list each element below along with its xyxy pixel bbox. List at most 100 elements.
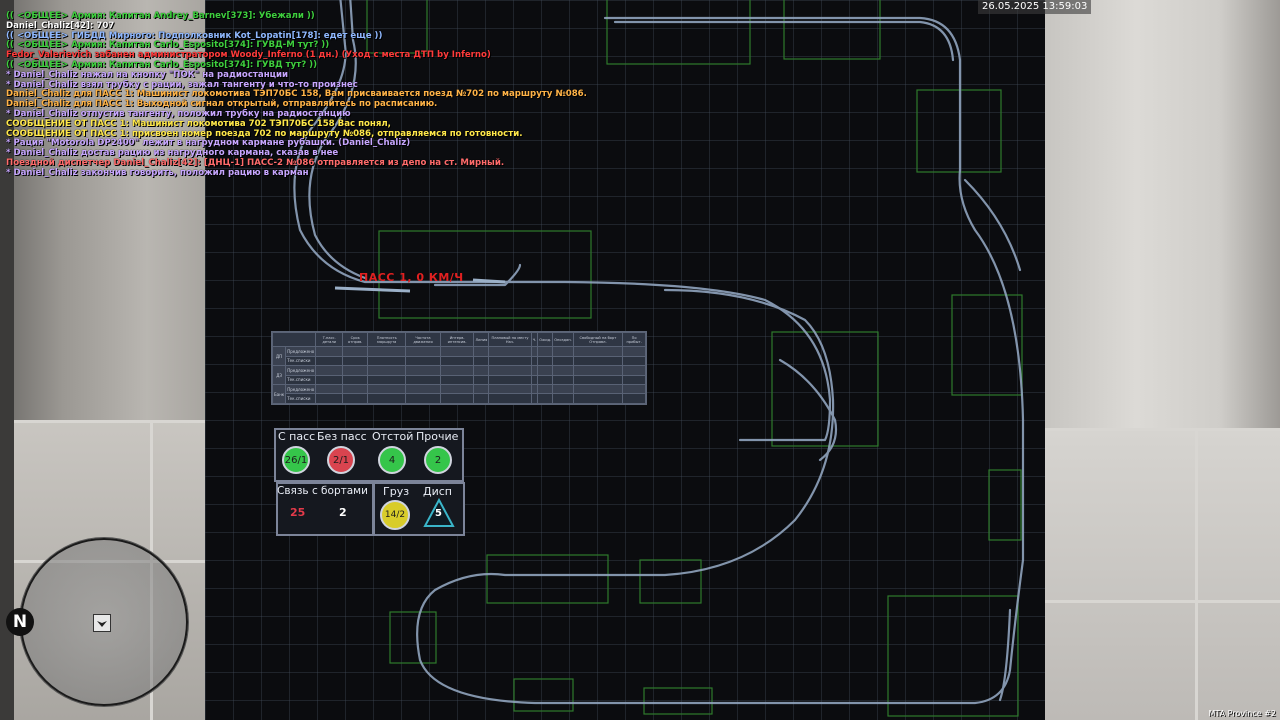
table-cell: [488, 365, 532, 376]
stat-circle-other: 2: [424, 446, 452, 474]
chat-line: * Daniel_Chaliz нажал на кнопку "ПОК" на…: [6, 69, 289, 80]
train-marker: [334, 278, 506, 293]
chat-line: Daniel_Chaliz для ПАСС 1: Выходной сигна…: [6, 99, 438, 110]
table-cell: [367, 365, 407, 376]
table-cell: [342, 365, 369, 376]
connection-count-red: 25: [290, 506, 306, 519]
table-cell: [572, 346, 624, 357]
chat-line: Fedor_Valerievich забанен администраторо…: [6, 50, 491, 61]
station-zone: [639, 559, 702, 604]
table-header: Интерв. интенсив.: [439, 331, 475, 348]
table-cell: [537, 346, 554, 357]
table-cell: [473, 374, 490, 386]
stat-value-dispatch: 5: [435, 508, 442, 519]
table-cell: [315, 383, 344, 395]
table-cell: [622, 393, 646, 404]
row-sublabel: Тек.списки: [285, 374, 317, 386]
stat-title-other: Прочие: [416, 430, 459, 443]
track-segment: [433, 263, 522, 287]
table-cell: [439, 374, 475, 386]
table-header: Срок отпрaв.: [342, 331, 369, 348]
table-cell: [439, 355, 475, 367]
table-cell: [572, 374, 624, 386]
table-cell: [367, 374, 407, 386]
table-cell: [342, 355, 369, 367]
row-sublabel: Тек.списки: [285, 393, 317, 404]
chat-line: (( <ОБЩЕЕ> Армия: Капитан Carlo_Esposito…: [6, 40, 330, 51]
table-cell: [552, 383, 574, 395]
station-zone: [783, 0, 881, 60]
track-segment: [308, 0, 367, 280]
chat-line: Daniel_Chaliz для ПАСС 1: Машинист локом…: [6, 89, 587, 100]
table-corner: [271, 331, 317, 348]
table-cell: [342, 374, 369, 386]
row-sublabel: Тек.списки: [285, 355, 317, 367]
table-cell: [537, 365, 554, 376]
table-cell: [572, 355, 624, 367]
right-wall-tiles: [1040, 430, 1280, 720]
station-zone: [771, 331, 879, 447]
table-cell: [552, 346, 574, 357]
table-cell: [405, 383, 441, 395]
table-cell: [530, 355, 539, 367]
chat-line: * Daniel_Chaliz достав рацию из нагрудно…: [6, 148, 339, 159]
station-zone: [887, 595, 1019, 717]
track-segment: [293, 0, 832, 442]
table-cell: [488, 355, 532, 367]
table-cell: [622, 365, 646, 376]
station-zone: [988, 469, 1022, 541]
table-cell: [552, 374, 574, 386]
player-position-icon: [93, 614, 111, 632]
track-segment: [416, 16, 1025, 705]
table-cell: [367, 383, 407, 395]
table-cell: [530, 393, 539, 404]
stat-circle-cargo: 14/2: [380, 500, 410, 530]
row-label: ДП: [271, 346, 287, 367]
table-cell: [342, 383, 369, 395]
row-sublabel: Предложено: [285, 365, 317, 376]
table-cell: [473, 346, 490, 357]
chat-log: (( <ОБЩЕЕ> Армия: Капитан Andrey_Barnev[…: [6, 11, 587, 179]
train-label: ПАСС 1, 0 КМ/Ч: [359, 271, 464, 284]
stat-title-parked: Отстой: [372, 430, 414, 443]
table-cell: [622, 346, 646, 357]
track-segment: [963, 178, 1022, 272]
station-zone: [951, 294, 1023, 396]
track-segment: [998, 608, 1012, 702]
table-cell: [488, 346, 532, 357]
table-header: Т.пасс. детали: [315, 331, 344, 348]
station-zone: [366, 0, 428, 54]
table-cell: [530, 365, 539, 376]
table-header: Линия: [473, 331, 490, 348]
dispatch-triangle-icon: [423, 498, 455, 527]
table-cell: [537, 374, 554, 386]
tile-joint: [1195, 430, 1198, 720]
table-cell: [405, 346, 441, 357]
row-label: ДЗ: [271, 365, 287, 385]
table-cell: [552, 365, 574, 376]
table-cell: [367, 355, 407, 367]
tile-joint: [1040, 600, 1280, 603]
stat-circle-passenger: 26/1: [282, 446, 310, 474]
row-sublabel: Предложено: [285, 346, 317, 357]
table-cell: [473, 355, 490, 367]
table-cell: [488, 383, 532, 395]
row-sublabel: Предложено: [285, 383, 317, 395]
tile-joint: [0, 420, 215, 423]
table-row: Тек.списки: [273, 393, 646, 404]
north-indicator: N: [6, 608, 34, 636]
table-cell: [315, 355, 344, 367]
track-segment: [778, 358, 838, 462]
table-cell: [622, 355, 646, 367]
chat-line: * Daniel_Chaliz отпустив тангенту, полож…: [6, 108, 351, 119]
table-cell: [315, 365, 344, 376]
table-cell: [537, 383, 554, 395]
table-header: Опоздан.: [552, 331, 574, 348]
chat-line: Поездной диспетчер Daniel_Chaliz[42]: [Д…: [6, 157, 505, 168]
table-cell: [530, 383, 539, 395]
table-cell: [552, 393, 574, 404]
